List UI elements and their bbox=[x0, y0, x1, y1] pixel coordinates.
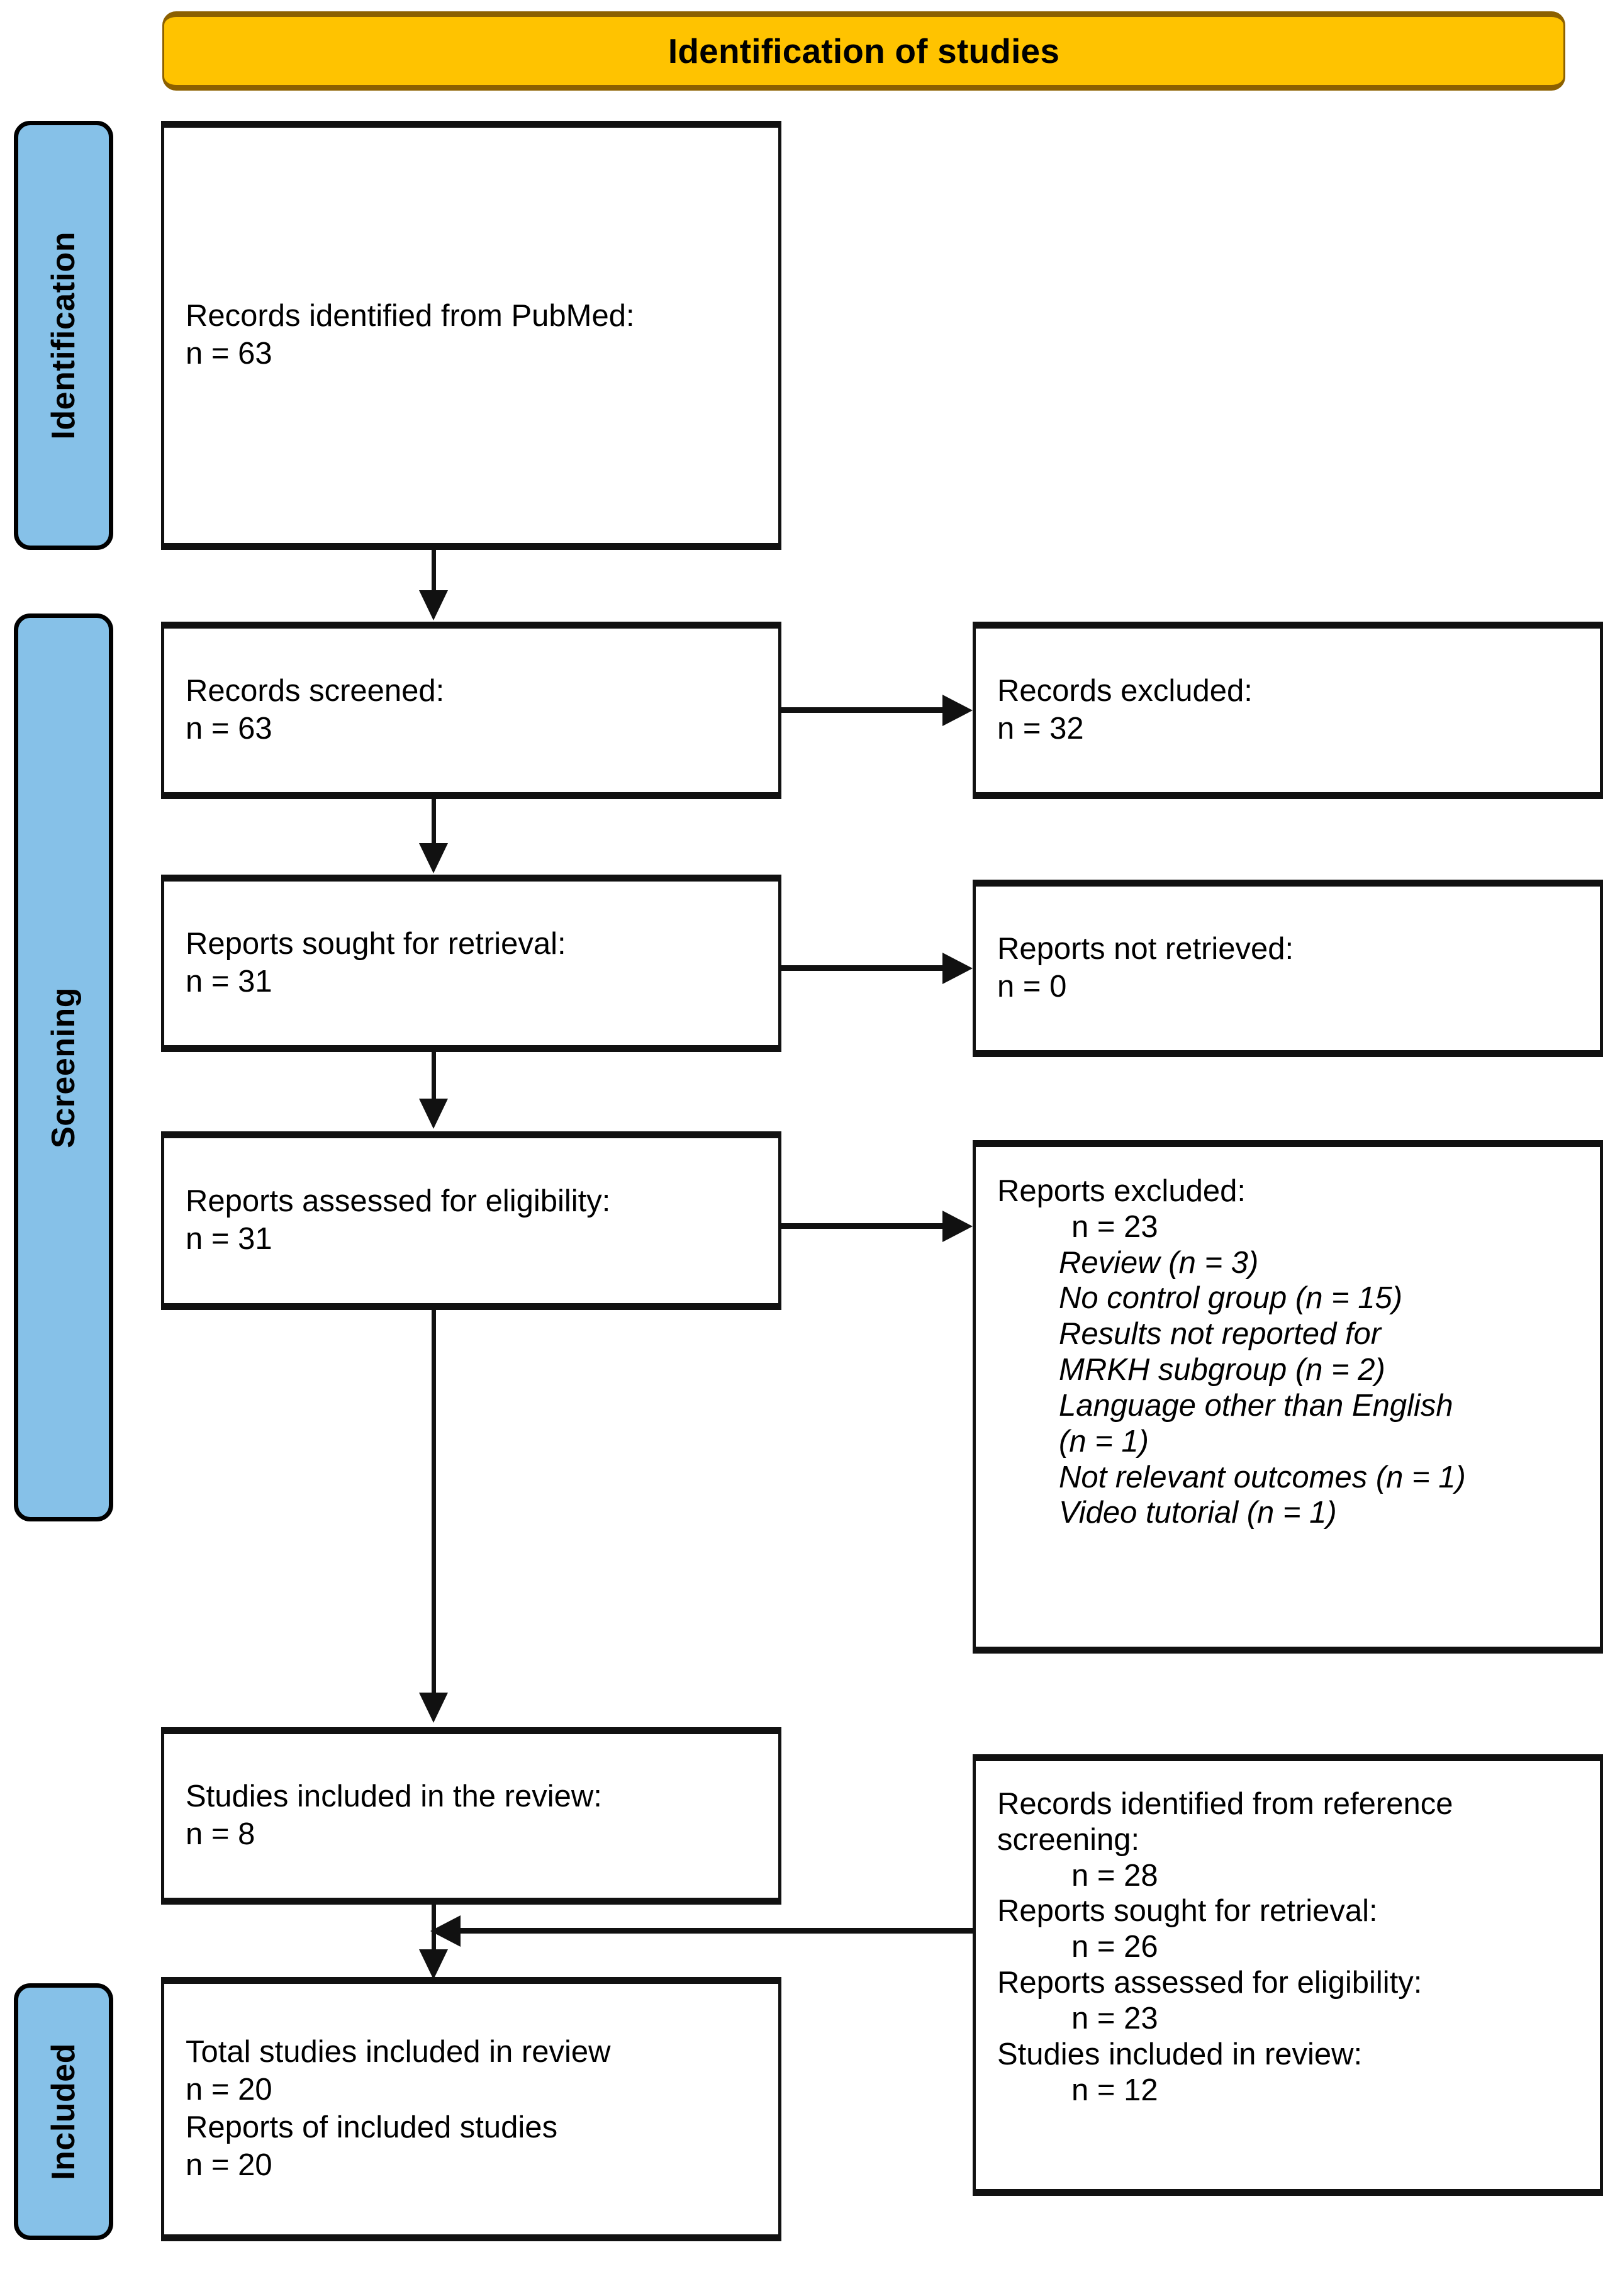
box-reports-excluded-reason-4: Language other than English bbox=[1059, 1388, 1453, 1423]
connector-sought-to-assessed bbox=[432, 1052, 436, 1101]
box-reference-screening-label-4: Reports assessed for eligibility: bbox=[997, 1966, 1422, 2000]
connector-sought-to-not-retrieved bbox=[781, 965, 945, 971]
box-records-excluded-label: Records excluded: bbox=[997, 674, 1253, 708]
box-reference-screening-label-1: Records identified from reference bbox=[997, 1787, 1453, 1821]
box-records-screened-count: n = 63 bbox=[186, 712, 272, 746]
box-reports-excluded-label: Reports excluded: bbox=[997, 1174, 1246, 1208]
stage-label-included-text: Included bbox=[45, 2043, 82, 2180]
box-records-identified-label: Records identified from PubMed: bbox=[186, 299, 635, 333]
connector-reference-to-total bbox=[459, 1928, 974, 1934]
box-reports-excluded-reason-5: (n = 1) bbox=[1059, 1424, 1149, 1459]
box-reports-not-retrieved-label: Reports not retrieved: bbox=[997, 932, 1294, 966]
box-records-screened: Records screened: n = 63 bbox=[161, 622, 781, 799]
box-reports-excluded-reason-0: Review (n = 3) bbox=[1059, 1245, 1259, 1280]
box-reports-excluded-reason-3: MRKH subgroup (n = 2) bbox=[1059, 1353, 1385, 1387]
arrowhead-identified-to-screened bbox=[419, 590, 448, 620]
box-total-included: Total studies included in review n = 20 … bbox=[161, 1977, 781, 2241]
arrowhead-screened-to-records-excluded bbox=[942, 695, 973, 726]
arrowhead-assessed-to-included bbox=[419, 1693, 448, 1723]
box-records-screened-label: Records screened: bbox=[186, 674, 445, 708]
box-reports-assessed-count: n = 31 bbox=[186, 1222, 272, 1256]
box-reference-screening-label-5: Studies included in review: bbox=[997, 2037, 1363, 2071]
box-records-excluded: Records excluded: n = 32 bbox=[973, 622, 1603, 799]
box-reference-screening: Records identified from reference screen… bbox=[973, 1754, 1603, 2196]
box-records-excluded-count: n = 32 bbox=[997, 712, 1084, 746]
header-banner: Identification of studies bbox=[162, 11, 1565, 91]
box-reports-assessed: Reports assessed for eligibility: n = 31 bbox=[161, 1131, 781, 1310]
arrowhead-assessed-to-reports-excluded bbox=[942, 1211, 973, 1242]
box-reference-screening-count-3: n = 23 bbox=[1071, 2001, 1158, 2036]
box-reports-excluded-count: n = 23 bbox=[1071, 1209, 1158, 1244]
stage-label-screening: Screening bbox=[14, 613, 113, 1521]
box-reference-screening-count-2: n = 26 bbox=[1071, 1930, 1158, 1964]
arrowhead-reference-to-total bbox=[430, 1915, 461, 1947]
box-reports-not-retrieved: Reports not retrieved: n = 0 bbox=[973, 880, 1603, 1057]
box-reports-not-retrieved-count: n = 0 bbox=[997, 970, 1067, 1004]
box-reports-excluded-reason-7: Video tutorial (n = 1) bbox=[1059, 1496, 1337, 1530]
box-records-identified-count: n = 63 bbox=[186, 337, 272, 371]
box-records-identified: Records identified from PubMed: n = 63 bbox=[161, 121, 781, 550]
stage-label-screening-text: Screening bbox=[45, 987, 82, 1148]
stage-label-included: Included bbox=[14, 1983, 113, 2240]
box-reports-excluded: Reports excluded: n = 23 Review (n = 3) … bbox=[973, 1140, 1603, 1654]
box-reports-excluded-reason-1: No control group (n = 15) bbox=[1059, 1281, 1403, 1316]
box-reports-sought-label: Reports sought for retrieval: bbox=[186, 927, 566, 961]
box-total-included-count-1: n = 20 bbox=[186, 2073, 272, 2107]
connector-assessed-to-reports-excluded bbox=[781, 1223, 945, 1229]
box-total-included-label-2: Reports of included studies bbox=[186, 2110, 558, 2144]
box-reference-screening-label-2: screening: bbox=[997, 1822, 1140, 1857]
arrowhead-sought-to-not-retrieved bbox=[942, 953, 973, 984]
box-reports-excluded-reason-2: Results not reported for bbox=[1059, 1317, 1382, 1352]
stage-label-identification-text: Identification bbox=[45, 231, 82, 440]
stage-label-identification: Identification bbox=[14, 121, 113, 550]
box-studies-included-review: Studies included in the review: n = 8 bbox=[161, 1727, 781, 1905]
box-reports-excluded-reason-6: Not relevant outcomes (n = 1) bbox=[1059, 1460, 1466, 1494]
box-reports-assessed-label: Reports assessed for eligibility: bbox=[186, 1184, 611, 1219]
box-total-included-count-2: n = 20 bbox=[186, 2148, 272, 2182]
connector-assessed-to-included bbox=[432, 1310, 436, 1695]
page-title: Identification of studies bbox=[668, 31, 1060, 70]
box-reference-screening-label-3: Reports sought for retrieval: bbox=[997, 1894, 1378, 1929]
arrowhead-screened-to-sought bbox=[419, 843, 448, 873]
arrowhead-included-to-total bbox=[419, 1949, 448, 1980]
box-reports-sought-count: n = 31 bbox=[186, 965, 272, 999]
box-studies-included-review-label: Studies included in the review: bbox=[186, 1779, 602, 1814]
connector-identified-to-screened bbox=[432, 550, 436, 595]
box-studies-included-review-count: n = 8 bbox=[186, 1817, 255, 1851]
connector-screened-to-records-excluded bbox=[781, 707, 945, 713]
connector-screened-to-sought bbox=[432, 799, 436, 844]
box-reference-screening-count-1: n = 28 bbox=[1071, 1858, 1158, 1893]
box-reference-screening-count-4: n = 12 bbox=[1071, 2073, 1158, 2107]
arrowhead-sought-to-assessed bbox=[419, 1099, 448, 1129]
box-total-included-label-1: Total studies included in review bbox=[186, 2035, 611, 2069]
box-reports-sought: Reports sought for retrieval: n = 31 bbox=[161, 875, 781, 1052]
